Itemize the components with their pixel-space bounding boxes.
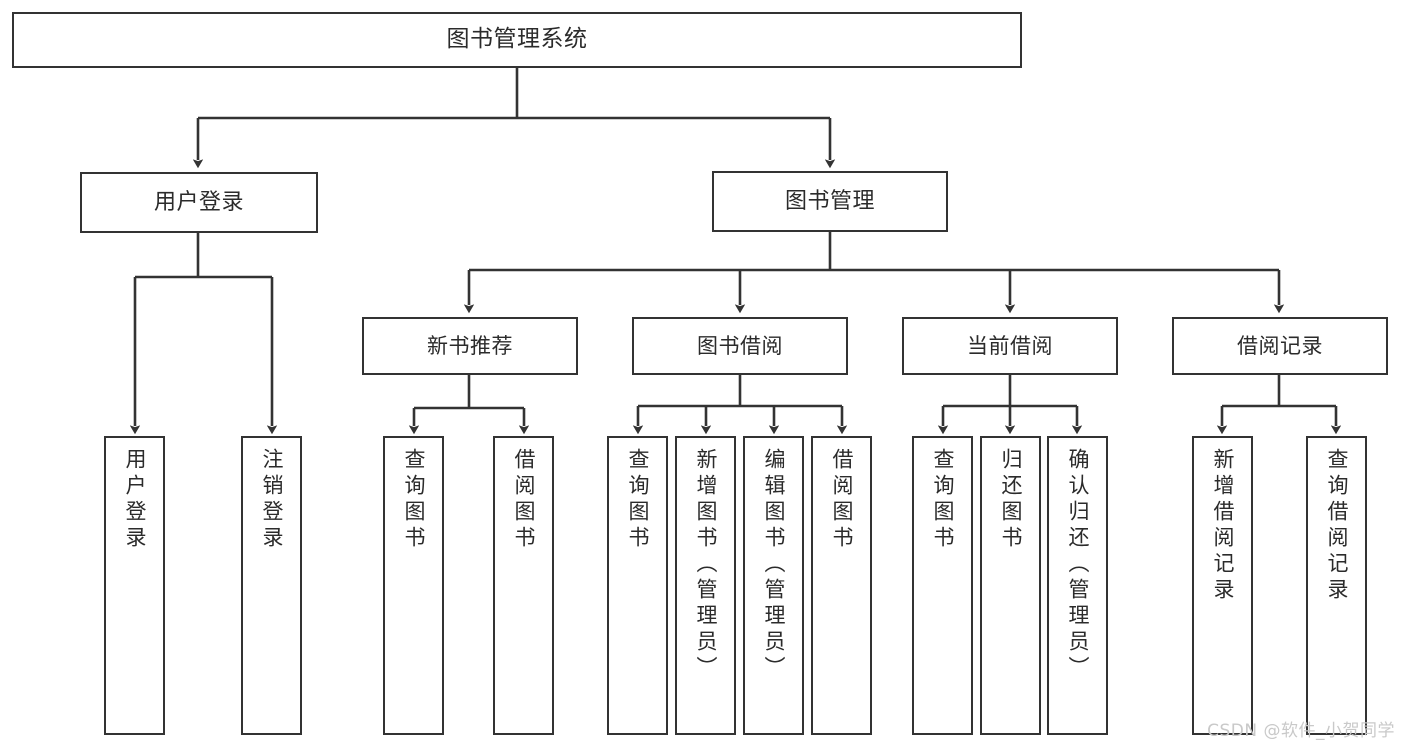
node-new-book-recommend[interactable]: 新书推荐: [362, 317, 578, 375]
leaf-new-book-borrow[interactable]: 借阅图书: [493, 436, 554, 735]
node-book-management[interactable]: 图书管理: [712, 171, 948, 232]
node-label: 借阅记录: [1237, 333, 1323, 358]
node-label: 查询借阅记录: [1325, 448, 1349, 604]
leaf-current-borrow-return[interactable]: 归还图书: [980, 436, 1041, 735]
leaf-book-borrow-edit[interactable]: 编辑图书（管理员）: [743, 436, 804, 735]
leaf-user-login-login[interactable]: 用户登录: [104, 436, 165, 735]
leaf-book-borrow-lend[interactable]: 借阅图书: [811, 436, 872, 735]
node-book-borrow[interactable]: 图书借阅: [632, 317, 848, 375]
node-label: 图书管理: [784, 188, 875, 214]
leaf-current-borrow-query[interactable]: 查询图书: [912, 436, 973, 735]
node-label: 查询图书: [931, 448, 955, 552]
node-label: 确认归还（管理员）: [1066, 448, 1090, 682]
node-label: 编辑图书（管理员）: [762, 448, 786, 682]
node-borrow-record[interactable]: 借阅记录: [1172, 317, 1388, 375]
node-label: 新增借阅记录: [1211, 448, 1235, 604]
node-label: 归还图书: [999, 448, 1023, 552]
leaf-book-borrow-add[interactable]: 新增图书（管理员）: [675, 436, 736, 735]
watermark: CSDN @软件_小贺同学: [1207, 721, 1395, 741]
node-label: 查询图书: [626, 448, 650, 552]
leaf-current-borrow-confirm-return[interactable]: 确认归还（管理员）: [1047, 436, 1108, 735]
node-label: 用户登录: [153, 189, 244, 215]
node-label: 新书推荐: [427, 333, 513, 358]
leaf-user-login-logout[interactable]: 注销登录: [241, 436, 302, 735]
leaf-book-borrow-query[interactable]: 查询图书: [607, 436, 668, 735]
node-label: 当前借阅: [967, 333, 1053, 358]
node-label: 注销登录: [260, 448, 284, 552]
leaf-borrow-record-add[interactable]: 新增借阅记录: [1192, 436, 1253, 735]
node-label: 借阅图书: [512, 448, 536, 552]
node-current-borrow[interactable]: 当前借阅: [902, 317, 1118, 375]
leaf-borrow-record-query[interactable]: 查询借阅记录: [1306, 436, 1367, 735]
node-label: 用户登录: [123, 448, 147, 552]
node-label: 图书借阅: [697, 333, 783, 358]
node-label: 图书管理系统: [446, 26, 588, 53]
node-label: 新增图书（管理员）: [694, 448, 718, 682]
node-root-system[interactable]: 图书管理系统: [12, 12, 1022, 68]
leaf-new-book-query[interactable]: 查询图书: [383, 436, 444, 735]
node-label: 查询图书: [402, 448, 426, 552]
node-label: 借阅图书: [830, 448, 854, 552]
node-user-login[interactable]: 用户登录: [80, 172, 318, 233]
